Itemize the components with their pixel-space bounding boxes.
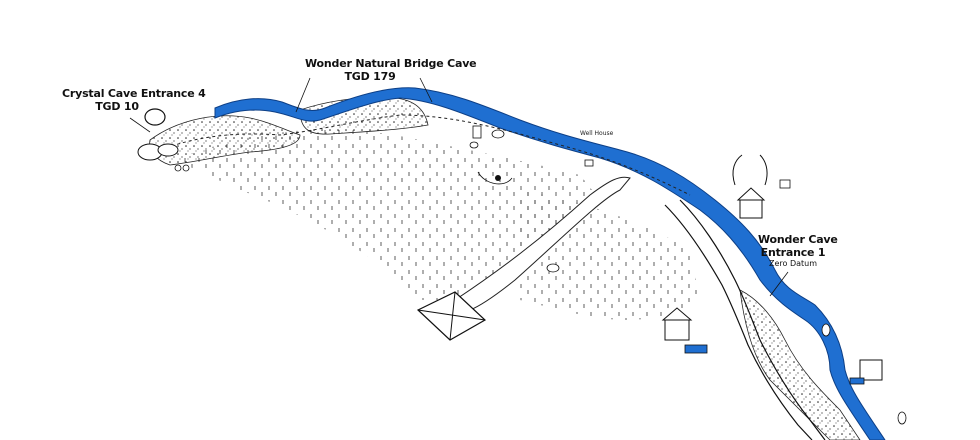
crystal-cave-entrance-marker xyxy=(137,108,190,172)
small-structure xyxy=(472,125,482,139)
wonder-bridge-name: Wonder Natural Bridge Cave xyxy=(305,57,477,70)
wonder-cave-label: Wonder Cave Entrance 1 Zero Datum xyxy=(758,233,838,269)
house-sketch-north xyxy=(732,154,791,219)
crystal-cave-name: Crystal Cave Entrance 4 xyxy=(62,87,206,100)
wonder-bridge-label: Wonder Natural Bridge Cave TGD 179 xyxy=(305,57,477,83)
wonder-bridge-code: TGD 179 xyxy=(344,69,396,83)
house-sketch-south xyxy=(661,307,708,354)
floodplain-east xyxy=(739,289,861,440)
hillside-area xyxy=(175,129,600,300)
rock-outcrop-2 xyxy=(469,141,479,149)
wonder-cave-leader xyxy=(769,271,789,297)
floodplain-west xyxy=(149,115,301,166)
crystal-cave-label: Crystal Cave Entrance 4 TGD 10 xyxy=(62,87,206,113)
bridge-leader-right xyxy=(419,77,433,103)
marker-east-1 xyxy=(821,323,831,337)
sinkhole-marker xyxy=(495,175,501,181)
crystal-cave-code: TGD 10 xyxy=(95,99,139,113)
trail-path xyxy=(159,114,691,196)
road xyxy=(454,176,631,311)
bridge-leader-left xyxy=(295,77,311,113)
wonder-cave-code: Entrance 1 xyxy=(760,245,826,259)
marker-east-2 xyxy=(897,411,907,425)
access-road-edge xyxy=(664,204,813,440)
crystal-cave-leader xyxy=(129,117,151,133)
access-road xyxy=(679,199,826,440)
wonder-cave-name: Wonder Cave xyxy=(758,233,838,246)
rock-outcrop xyxy=(491,129,505,139)
spring-marker xyxy=(546,263,560,273)
hillside-area-east xyxy=(520,190,700,320)
wonder-cave-sub: Zero Datum xyxy=(768,259,817,269)
sinkhole-depression xyxy=(477,171,513,185)
well-house-label: Well House xyxy=(580,130,614,137)
well-house-marker xyxy=(584,159,594,167)
house-sketch-east xyxy=(849,359,883,385)
building xyxy=(416,291,487,341)
